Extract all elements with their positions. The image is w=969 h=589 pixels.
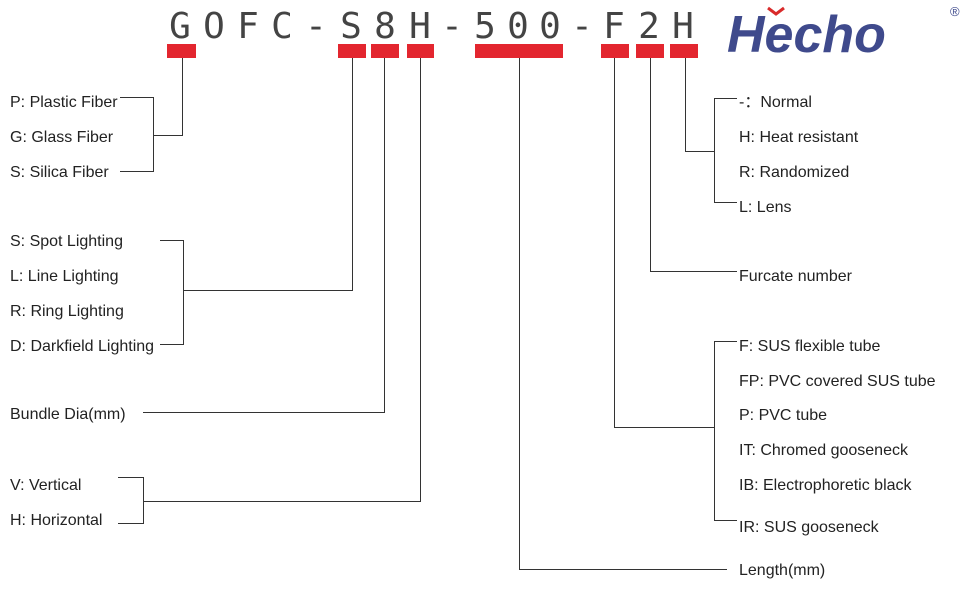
- lighting-option-ring: R: Ring Lighting: [10, 303, 124, 320]
- fiber-option-plastic: P: Plastic Fiber: [10, 94, 118, 111]
- lighting-option-darkfield: D: Darkfield Lighting: [10, 338, 154, 355]
- marker-lighting: [338, 44, 366, 58]
- fiber-group: P: Plastic Fiber G: Glass Fiber S: Silic…: [10, 94, 118, 181]
- option-normal: -：Normal: [739, 94, 812, 111]
- tube-option-sus-flexible: F: SUS flexible tube: [739, 338, 881, 355]
- code-char: 0: [507, 6, 529, 47]
- orientation-option-vertical: V: Vertical: [10, 477, 81, 494]
- length-group: Length(mm): [739, 562, 825, 579]
- tube-option-chromed-gooseneck: IT: Chromed gooseneck: [739, 442, 909, 459]
- code-char: F: [237, 6, 259, 47]
- marker-fiber: [167, 44, 196, 58]
- bundle-diameter-label: Bundle Dia(mm): [10, 406, 126, 423]
- bundle-group: Bundle Dia(mm): [10, 406, 126, 423]
- segment-markers: [167, 44, 698, 58]
- logo-text: Hecho: [727, 6, 886, 64]
- marker-bundle: [371, 44, 399, 58]
- length-label: Length(mm): [739, 562, 825, 579]
- code-char: H: [409, 6, 431, 47]
- tube-option-pvc-covered: FP: PVC covered SUS tube: [739, 373, 936, 390]
- lighting-option-line: L: Line Lighting: [10, 268, 119, 285]
- logo-accent-icon: [767, 6, 785, 16]
- tube-group: F: SUS flexible tube FP: PVC covered SUS…: [739, 338, 936, 536]
- marker-length: [475, 44, 563, 58]
- fiber-option-silica: S: Silica Fiber: [10, 164, 109, 181]
- option-randomized: R: Randomized: [739, 164, 849, 181]
- option-group: -：Normal H: Heat resistant R: Randomized…: [739, 94, 859, 216]
- option-lens: L: Lens: [739, 199, 791, 216]
- orientation-option-horizontal: H: Horizontal: [10, 512, 102, 529]
- orientation-group: V: Vertical H: Horizontal: [10, 477, 102, 529]
- code-char: H: [672, 6, 694, 47]
- model-code: G O F C - S 8 H - 5 0 0 - F 2 H: [169, 6, 694, 47]
- furcate-group: Furcate number: [739, 268, 853, 285]
- code-char: F: [603, 6, 625, 47]
- code-char: O: [203, 6, 225, 47]
- marker-tube: [601, 44, 629, 58]
- marker-furcate: [636, 44, 664, 58]
- code-char: S: [340, 6, 362, 47]
- tube-option-pvc: P: PVC tube: [739, 407, 827, 424]
- code-char: C: [271, 6, 293, 47]
- connector-lines: [118, 58, 737, 570]
- code-char: 8: [374, 6, 396, 47]
- furcate-number-label: Furcate number: [739, 268, 853, 285]
- code-char: 0: [539, 6, 561, 47]
- lighting-option-spot: S: Spot Lighting: [10, 233, 123, 250]
- marker-orientation: [407, 44, 434, 58]
- code-char: G: [169, 6, 191, 47]
- tube-option-electrophoretic-black: IB: Electrophoretic black: [739, 477, 913, 494]
- marker-option: [670, 44, 698, 58]
- code-char: -: [305, 6, 327, 47]
- registered-mark: ®: [950, 4, 960, 19]
- option-heat-resistant: H: Heat resistant: [739, 129, 859, 146]
- fiber-option-glass: G: Glass Fiber: [10, 129, 114, 146]
- hecho-logo: Hecho ®: [727, 4, 960, 64]
- code-char: -: [441, 6, 463, 47]
- code-char: 5: [474, 6, 496, 47]
- tube-option-sus-gooseneck: IR: SUS gooseneck: [739, 519, 880, 536]
- lighting-group: S: Spot Lighting L: Line Lighting R: Rin…: [10, 233, 154, 355]
- code-char: -: [571, 6, 593, 47]
- code-char: 2: [638, 6, 660, 47]
